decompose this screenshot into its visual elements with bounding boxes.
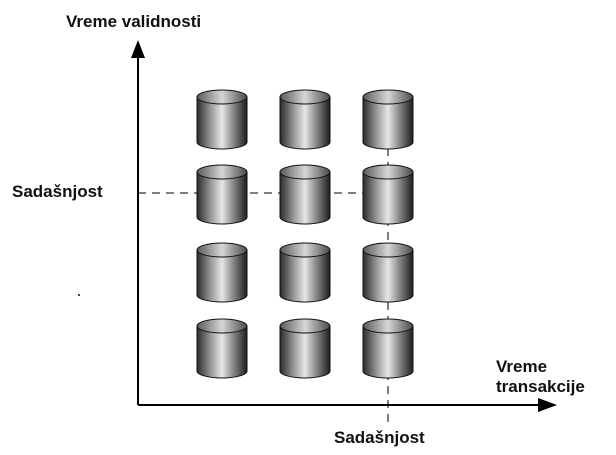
x-axis-label-line-2: transakcije — [496, 377, 585, 396]
database-cylinder-icon — [279, 89, 331, 150]
database-cylinder-icon — [196, 318, 248, 379]
y-axis-arrow — [131, 40, 145, 58]
database-cylinder-icon — [362, 89, 414, 150]
database-grid — [196, 89, 414, 379]
stray-dot — [78, 294, 80, 296]
database-cylinder-icon — [279, 164, 331, 225]
x-axis-arrow — [538, 398, 557, 412]
database-cylinder-icon — [362, 164, 414, 225]
database-cylinder-icon — [196, 89, 248, 150]
present-valid-time-label: Sadašnjost — [12, 182, 103, 201]
database-cylinder-icon — [362, 318, 414, 379]
y-axis-label: Vreme validnosti — [66, 12, 202, 31]
database-cylinder-icon — [279, 318, 331, 379]
database-cylinder-icon — [196, 164, 248, 225]
x-axis-label-line-1: Vreme — [496, 357, 548, 376]
database-cylinder-icon — [279, 242, 331, 303]
database-cylinder-icon — [196, 242, 248, 303]
x-axis-label: Vreme transakcije — [496, 357, 612, 397]
present-transaction-time-label: Sadašnjost — [334, 428, 425, 447]
database-cylinder-icon — [362, 242, 414, 303]
